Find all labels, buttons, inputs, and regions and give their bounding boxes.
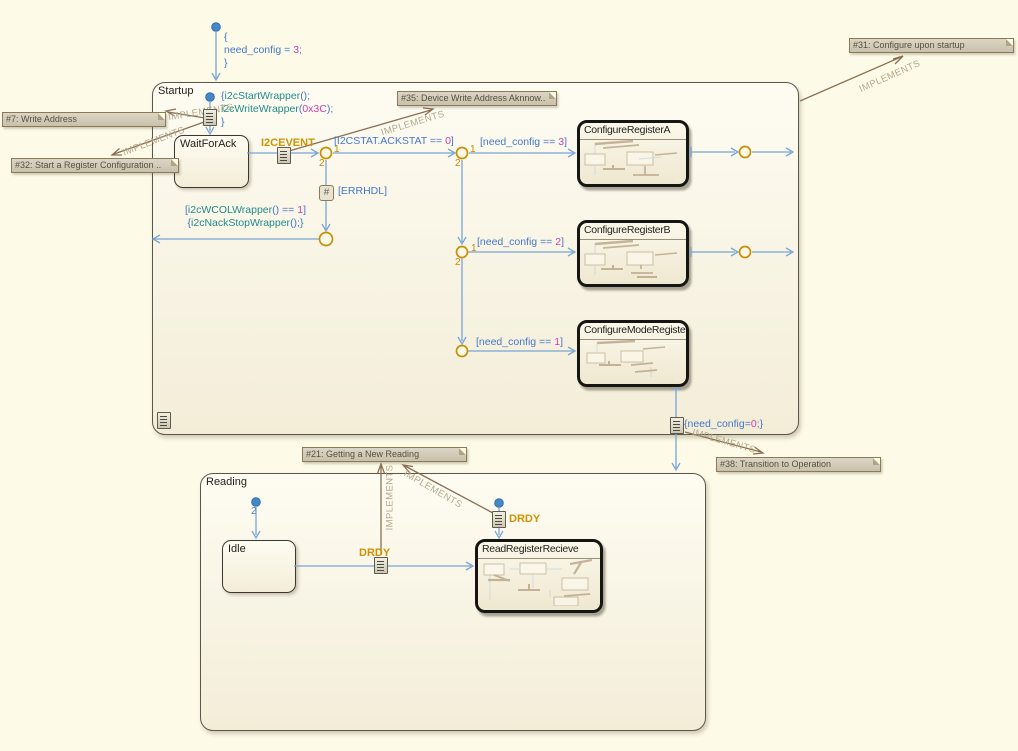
- history-hash-junction-icon[interactable]: #: [319, 185, 334, 201]
- junction-2[interactable]: [455, 146, 469, 160]
- state-configure-mode-register[interactable]: ConfigureModeRegister: [577, 320, 689, 387]
- order-junction4-2: 2: [455, 257, 461, 268]
- requirement-r7[interactable]: #7: Write Address: [2, 112, 166, 127]
- implements-text-r21-a: IMPLEMENTS: [384, 464, 396, 531]
- state-configure-register-a[interactable]: ConfigureRegisterA: [577, 120, 689, 187]
- transition-arrowheads: [151, 72, 795, 571]
- order-junction4-1: 1: [471, 243, 477, 254]
- state-waitforack[interactable]: WaitForAck: [174, 135, 249, 188]
- subchart-preview: [483, 558, 593, 606]
- transition-configure-b-out[interactable]: [690, 247, 735, 257]
- state-configure-register-a-name: ConfigureRegisterA: [580, 123, 686, 140]
- default-transition-dot-chart[interactable]: [211, 22, 221, 32]
- label-i2cevent[interactable]: I2CEVENT: [261, 137, 315, 149]
- state-configure-mode-register-name: ConfigureModeRegister: [580, 323, 686, 340]
- implements-arrow-r21-a[interactable]: [376, 462, 386, 555]
- default-transition-dot-reading[interactable]: [251, 497, 261, 507]
- state-startup-name: Startup: [158, 85, 194, 97]
- default-transition-dot-rrr[interactable]: [494, 498, 504, 508]
- label-need-config-3[interactable]: [need_config == 3]: [480, 136, 567, 148]
- junction-1[interactable]: [319, 146, 333, 160]
- label-need-config-2[interactable]: [need_config == 2]: [477, 236, 564, 248]
- order-junction1-2: 2: [319, 158, 325, 169]
- order-junction1-1: 1: [334, 144, 340, 155]
- transition-label-icon-need-config-0[interactable]: [670, 417, 684, 434]
- label-drdy-idle-rrr[interactable]: DRDY: [359, 547, 391, 559]
- junction-3[interactable]: [318, 231, 334, 247]
- order-reading-init: 2: [251, 506, 257, 517]
- state-startup[interactable]: Startup: [152, 82, 799, 435]
- state-reading-name: Reading: [206, 476, 247, 488]
- subchart-preview: [584, 239, 678, 278]
- junction-7[interactable]: [738, 245, 752, 259]
- implements-arrow-r38[interactable]: [684, 431, 765, 455]
- transition-label-icon-drdy[interactable]: [374, 557, 388, 574]
- implements-arrow-r32[interactable]: [110, 120, 208, 156]
- state-read-register-recieve-name: ReadRegisterRecieve: [478, 542, 600, 559]
- transition-configure-a-out[interactable]: [690, 147, 735, 157]
- junction-5[interactable]: [455, 344, 469, 358]
- default-transition-dot-startup[interactable]: [205, 92, 215, 102]
- label-drdy-rrr-init[interactable]: DRDY: [509, 513, 541, 525]
- state-configure-register-b[interactable]: ConfigureRegisterB: [577, 220, 689, 287]
- requirement-r35[interactable]: #35: Device Write Address Aknnow..: [397, 91, 557, 106]
- subchart-preview: [584, 139, 678, 176]
- label-wcol-transition[interactable]: [i2cWCOLWrapper() == 1] {i2cNackStopWrap…: [185, 204, 306, 229]
- requirement-r38[interactable]: #38: Transition to Operation: [716, 457, 881, 472]
- implements-arrow-r31[interactable]: [799, 55, 904, 102]
- state-configure-register-b-name: ConfigureRegisterB: [580, 223, 686, 240]
- label-need-config-0[interactable]: {need_config=0;}: [684, 418, 764, 430]
- state-read-register-recieve[interactable]: ReadRegisterRecieve: [475, 539, 603, 613]
- state-reading[interactable]: Reading: [200, 473, 706, 731]
- implements-arrow-r35[interactable]: [288, 107, 435, 152]
- requirement-r21[interactable]: #21: Getting a New Reading: [302, 447, 467, 462]
- requirement-r31[interactable]: #31: Configure upon startup: [849, 38, 1014, 53]
- state-waitforack-name: WaitForAck: [180, 138, 237, 150]
- order-junction2-1: 1: [470, 144, 476, 155]
- junction-6[interactable]: [738, 145, 752, 159]
- transition-label-icon-startup-init[interactable]: [203, 109, 217, 126]
- transition-label-icon-rrr-init[interactable]: [492, 511, 506, 528]
- label-startup-init[interactable]: {i2cStartWrapper(); i2cWriteWrapper(0x3C…: [221, 90, 334, 128]
- implements-arrow-r7[interactable]: [164, 108, 206, 119]
- junction-4[interactable]: [455, 245, 469, 259]
- startup-badge-icon[interactable]: [157, 412, 171, 429]
- label-errhdl-condition[interactable]: [ERRHDL]: [338, 185, 388, 197]
- state-idle-name: Idle: [228, 543, 246, 555]
- label-chart-init[interactable]: { need_config = 3; }: [224, 31, 302, 69]
- transition-label-icon-i2cevent[interactable]: [277, 147, 291, 164]
- requirement-r32[interactable]: #32: Start a Register Configuration ..: [11, 158, 179, 173]
- label-ackstat-condition[interactable]: [I2CSTAT.ACKSTAT == 0]: [334, 135, 454, 147]
- label-need-config-1[interactable]: [need_config == 1]: [476, 336, 563, 348]
- subchart-preview: [586, 339, 666, 377]
- order-junction2-2: 2: [455, 158, 461, 169]
- implements-arrow-r21-b[interactable]: [401, 464, 494, 514]
